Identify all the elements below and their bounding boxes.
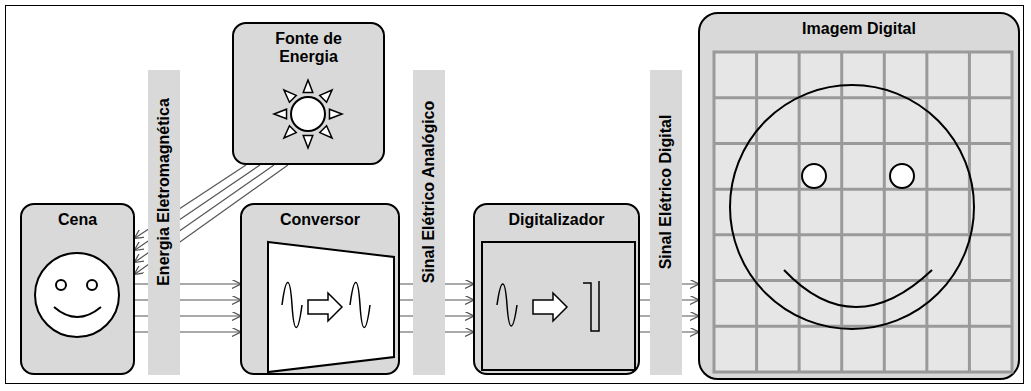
digitizer-box: Digitalizador <box>473 203 640 375</box>
box-title: Fonte de Energia <box>261 30 356 67</box>
grid-line <box>840 52 843 372</box>
converter-box: Conversor <box>240 203 400 375</box>
grid-line <box>714 96 1012 99</box>
box-title: Digitalizador <box>508 211 604 229</box>
band-label: Sinal Elétrico Digital <box>656 115 675 270</box>
grid-line <box>714 188 1012 191</box>
scene-face <box>22 205 137 377</box>
scene-box: Cena <box>20 203 135 375</box>
signal-band: Sinal Elétrico Digital <box>650 70 682 375</box>
box-title: Conversor <box>280 211 360 229</box>
grid-line <box>714 325 1012 328</box>
grid-line <box>925 52 928 372</box>
sun-ray <box>320 126 332 138</box>
digital-image-grid <box>700 14 1022 382</box>
grid-line <box>968 52 971 372</box>
signal-band: Energia Eletromagnética <box>148 70 180 375</box>
sun-ray <box>274 109 287 119</box>
sun-ray <box>303 80 313 93</box>
grid-line <box>714 142 1012 145</box>
sun-ray <box>320 90 332 102</box>
box-title: Imagem Digital <box>802 20 916 38</box>
digital-image-box: Imagem Digital <box>698 12 1020 380</box>
digitizer-symbol <box>475 205 642 377</box>
band-label: Energia Eletromagnética <box>154 98 173 286</box>
signal-band: Sinal Elétrico Analógico <box>413 70 445 375</box>
grid-line <box>755 52 758 372</box>
sun-ray <box>329 109 342 119</box>
box-title: Cena <box>58 211 97 229</box>
grid-line <box>798 52 801 372</box>
sun-ray <box>284 126 296 138</box>
band-label: Sinal Elétrico Analógico <box>419 101 438 284</box>
grid-line <box>714 279 1012 282</box>
grid-line <box>714 233 1012 236</box>
sun-ray <box>284 90 296 102</box>
energy-source-box: Fonte de Energia <box>232 22 385 165</box>
sun-ray <box>303 135 313 148</box>
converter-symbol <box>242 205 402 377</box>
